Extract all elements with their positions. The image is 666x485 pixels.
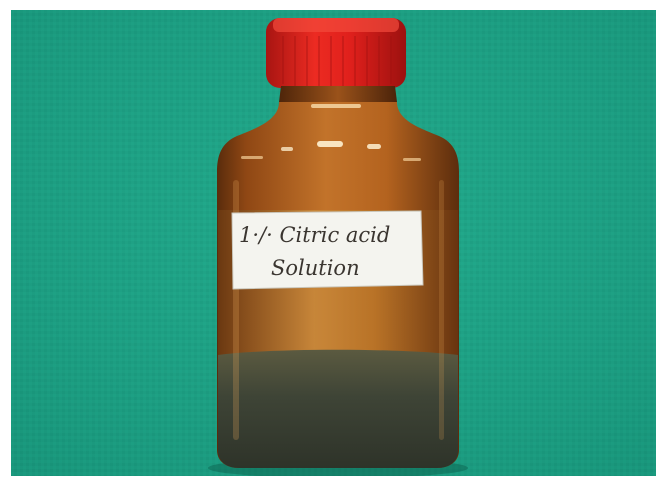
photo-scene: 1·/· Citric acid Solution: [11, 10, 656, 476]
label-text-line-2: Solution: [271, 256, 360, 280]
handwritten-label: 1·/· Citric acid Solution: [231, 210, 424, 290]
label-text-line-1: 1·/· Citric acid: [239, 223, 390, 247]
bottle-photo: 1·/· Citric acid Solution: [11, 10, 656, 476]
dark-sediment: [218, 349, 458, 468]
bottle-neck: [279, 86, 397, 102]
red-cap: [266, 18, 406, 88]
